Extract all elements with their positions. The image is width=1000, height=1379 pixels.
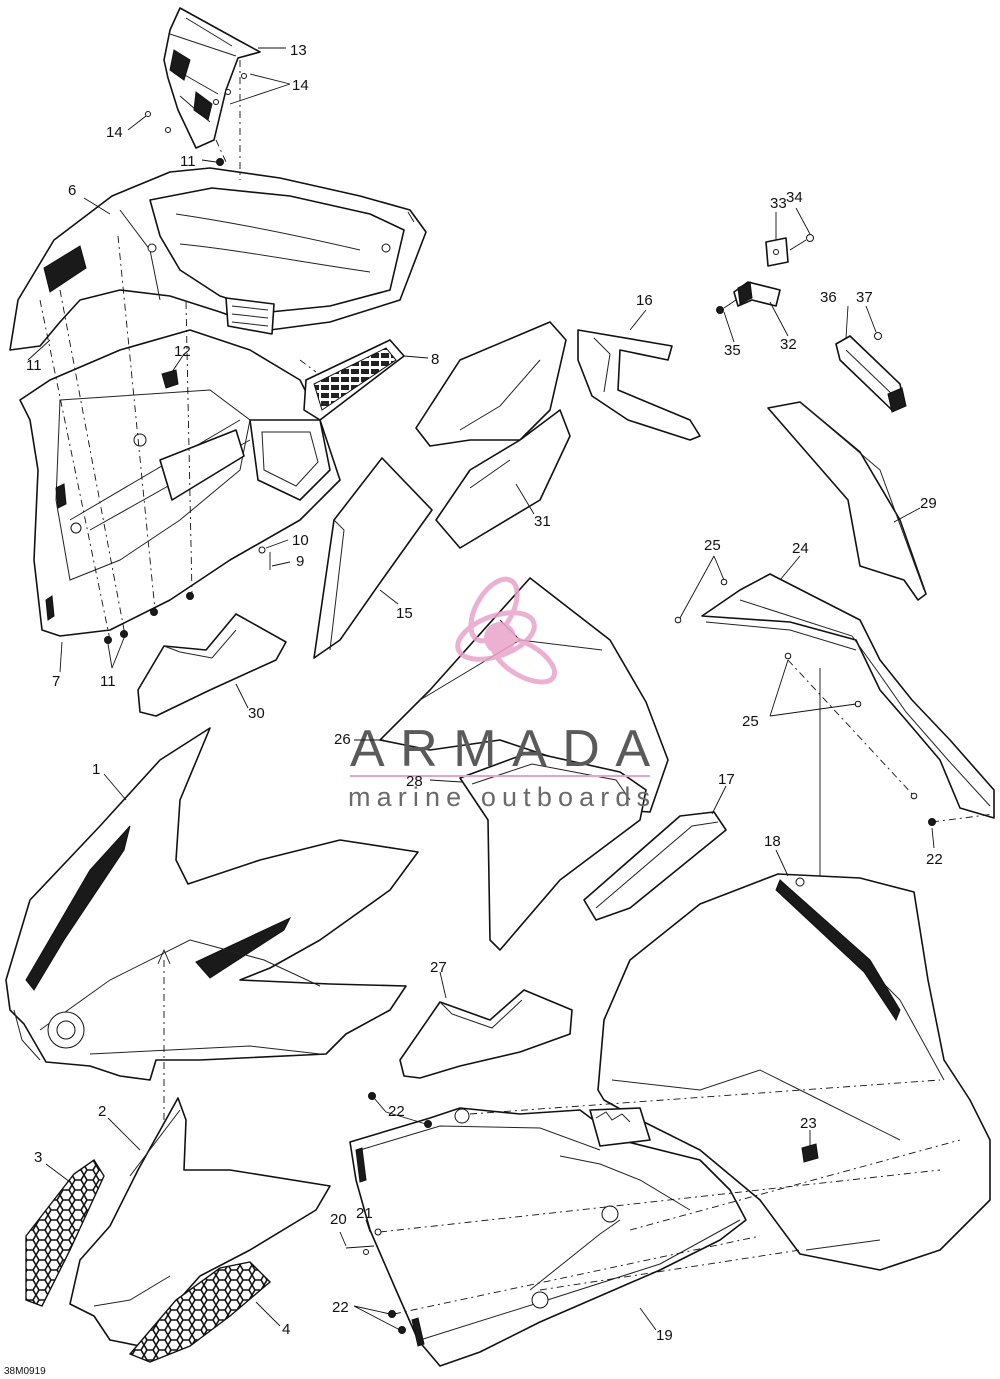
part-6-hood[interactable] <box>9 167 427 351</box>
part-34-screw[interactable] <box>789 234 814 251</box>
callout-25: 25 <box>742 713 759 730</box>
callout-22: 22 <box>332 1299 349 1316</box>
callout-17: 17 <box>718 771 735 788</box>
callout-33: 33 <box>770 195 787 212</box>
callout-19: 19 <box>656 1327 673 1344</box>
callout-24: 24 <box>792 540 809 557</box>
part-32-bracket[interactable] <box>733 281 781 307</box>
callout-32: 32 <box>780 336 797 353</box>
part-12-clip[interactable] <box>161 369 179 389</box>
callout-11: 11 <box>180 153 196 170</box>
part-23-clip[interactable] <box>801 1143 819 1163</box>
callout-14: 14 <box>106 124 123 141</box>
part-36-strap[interactable] <box>835 335 907 413</box>
callout-22: 22 <box>926 851 943 868</box>
part-18-side-panel[interactable] <box>597 873 991 1271</box>
callout-29: 29 <box>920 495 937 512</box>
part-8-vent[interactable] <box>303 339 405 421</box>
callout-8: 8 <box>431 351 439 368</box>
part-27-pad[interactable] <box>399 989 573 1079</box>
callout-37: 37 <box>856 289 873 306</box>
watermark-propeller-logo <box>455 576 558 685</box>
part-7-dash-frame[interactable] <box>19 329 341 637</box>
part-15-side-panel[interactable] <box>313 457 433 659</box>
callout-4: 4 <box>282 1321 290 1338</box>
callout-6: 6 <box>68 182 76 199</box>
part-3-grille[interactable] <box>25 1159 105 1307</box>
part-19-belly-pan[interactable] <box>349 1107 747 1367</box>
callout-14: 14 <box>292 77 309 94</box>
callout-13: 13 <box>290 42 307 59</box>
part-28-panel[interactable] <box>459 751 647 951</box>
part-29-side-panel[interactable] <box>767 401 927 601</box>
callout-16: 16 <box>636 292 653 309</box>
callout-2: 2 <box>98 1103 106 1120</box>
part-31-side-cover[interactable] <box>415 321 571 549</box>
callout-20: 20 <box>330 1211 347 1228</box>
callout-9: 9 <box>296 553 304 570</box>
callout-15: 15 <box>396 605 413 622</box>
callout-11: 11 <box>26 357 42 374</box>
callout-3: 3 <box>34 1149 42 1166</box>
part-13-windshield[interactable] <box>163 7 261 149</box>
part-2-nose-panel[interactable] <box>69 1097 331 1347</box>
part-4-grille[interactable] <box>128 1261 272 1363</box>
part-1-front-hood[interactable] <box>5 727 419 1081</box>
hardware-upper-left <box>104 73 271 644</box>
callout-10: 10 <box>292 532 309 549</box>
callout-11: 11 <box>100 673 116 690</box>
hardware-lower <box>345 1092 432 1334</box>
alignment-lines-lower-right <box>379 1079 961 1315</box>
callout-36: 36 <box>820 289 837 306</box>
part-33-plate[interactable] <box>765 237 789 267</box>
reference-code: 38M0919 <box>4 1366 46 1377</box>
callout-30: 30 <box>248 705 265 722</box>
part-16-trim[interactable] <box>577 329 701 441</box>
leader-lines <box>27 47 935 1331</box>
part-37-screw[interactable] <box>874 332 882 340</box>
callout-25: 25 <box>704 537 721 554</box>
callout-28: 28 <box>406 773 423 790</box>
callout-26: 26 <box>334 731 351 748</box>
callout-1: 1 <box>92 761 100 778</box>
part-30-pad[interactable] <box>137 613 287 717</box>
alignment-lines-upper-left <box>39 60 317 641</box>
callout-7: 7 <box>52 673 60 690</box>
callout-34: 34 <box>786 189 803 206</box>
callout-31: 31 <box>534 513 551 530</box>
callout-23: 23 <box>800 1115 817 1132</box>
part-35-nut[interactable] <box>716 299 737 314</box>
part-24-trim[interactable] <box>701 573 995 819</box>
part-17-strip[interactable] <box>583 811 727 921</box>
callout-labels: 13 14 14 11 6 11 12 8 10 9 7 11 30 15 31… <box>26 42 943 1344</box>
callout-21: 21 <box>356 1205 373 1222</box>
callout-12: 12 <box>174 343 191 360</box>
callout-22: 22 <box>388 1103 405 1120</box>
callout-18: 18 <box>764 833 781 850</box>
callout-27: 27 <box>430 959 447 976</box>
callout-35: 35 <box>724 342 741 359</box>
